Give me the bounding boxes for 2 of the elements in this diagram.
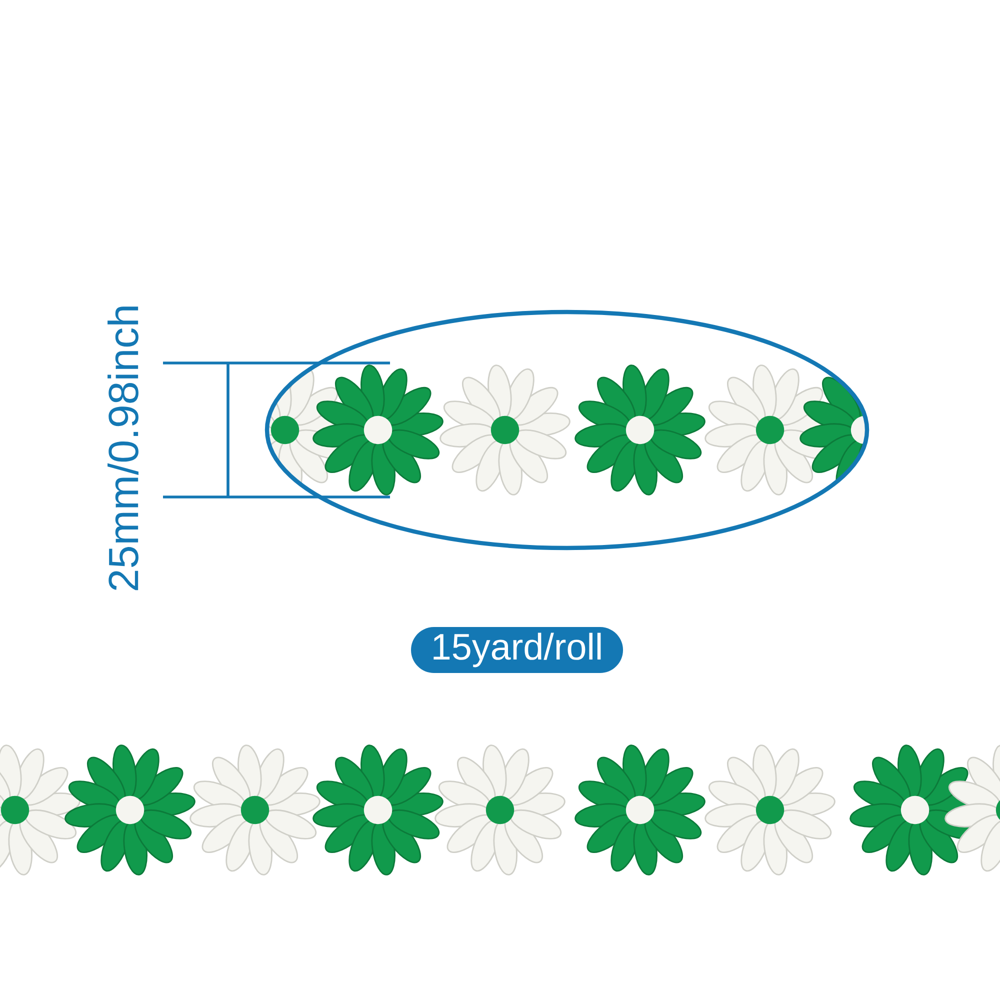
dimension-label: 25mm/0.98inch [108, 306, 138, 590]
quantity-badge: 15yard/roll [411, 627, 624, 673]
